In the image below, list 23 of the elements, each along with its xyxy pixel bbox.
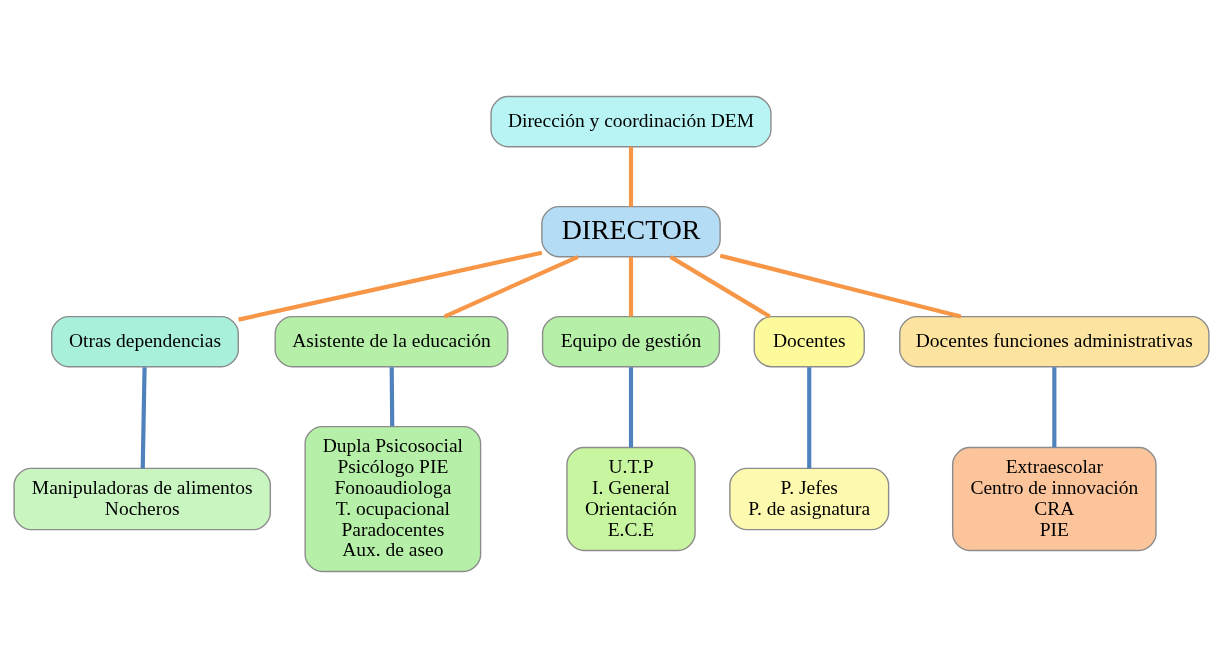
connector bbox=[628, 256, 634, 317]
connector bbox=[807, 367, 812, 469]
node-box: Dirección y coordinación DEM bbox=[490, 95, 772, 148]
node-box: Manipuladoras de alimentos Nocheros bbox=[13, 467, 272, 531]
node-box: Asistente de la educación bbox=[274, 315, 509, 368]
connector bbox=[389, 367, 395, 427]
connector bbox=[443, 254, 579, 319]
node-box: Otras dependencias bbox=[51, 315, 239, 368]
node-box: Extraescolar Centro de innovación CRA PIE bbox=[951, 446, 1157, 552]
connector bbox=[238, 250, 543, 322]
node-box: Docentes funciones administrativas bbox=[899, 315, 1210, 368]
connector bbox=[669, 255, 771, 319]
connector bbox=[628, 367, 634, 448]
node-box: Docentes bbox=[753, 315, 865, 368]
node-box: Dupla Psicosocial Psicólogo PIE Fonoaudiologa T. ocupacional Paradocentes Aux. de aseo bbox=[304, 425, 482, 573]
connector bbox=[1052, 367, 1057, 448]
connector bbox=[719, 253, 962, 319]
node-box: Equipo de gestión bbox=[541, 315, 721, 368]
connector bbox=[628, 146, 634, 207]
node-box: DIRECTOR bbox=[541, 205, 721, 258]
node-box: U.T.P I. General Orientación E.C.E bbox=[566, 446, 696, 552]
connector bbox=[140, 367, 147, 469]
node-box: P. Jefes P. de asignatura bbox=[729, 467, 890, 531]
